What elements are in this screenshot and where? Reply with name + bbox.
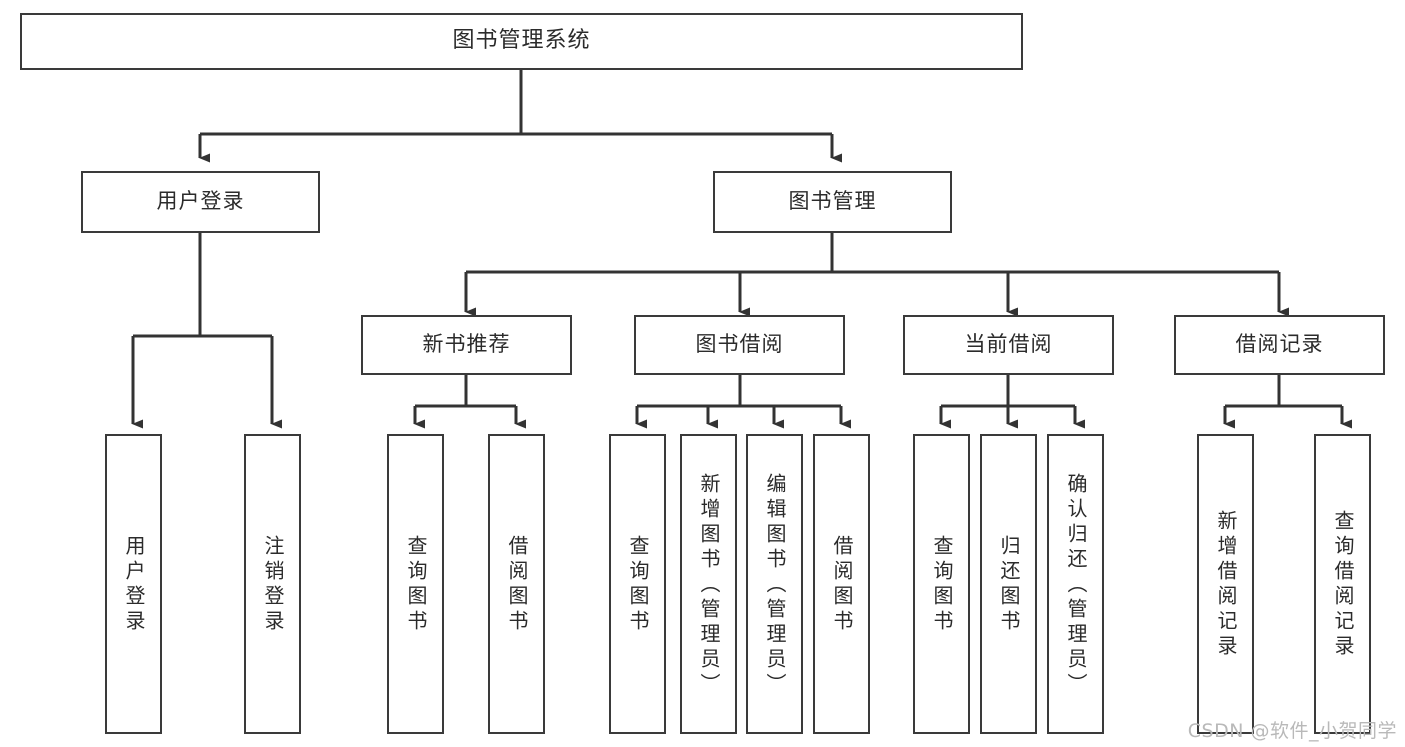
- node-leaf-user-logout[interactable]: 注销登录: [244, 434, 301, 734]
- leaf-label: 借阅图书: [505, 535, 529, 635]
- leaf-label: 确认归还（管理员）: [1064, 472, 1088, 698]
- node-book-management[interactable]: 图书管理: [713, 171, 952, 233]
- leaf-label: 归还图书: [997, 535, 1021, 635]
- node-leaf-current-return[interactable]: 归还图书: [980, 434, 1037, 734]
- node-leaf-borrow-add[interactable]: 新增图书（管理员）: [680, 434, 737, 734]
- node-leaf-record-query[interactable]: 查询借阅记录: [1314, 434, 1371, 734]
- leaf-label: 查询图书: [930, 535, 954, 635]
- node-leaf-user-login[interactable]: 用户登录: [105, 434, 162, 734]
- node-leaf-current-query[interactable]: 查询图书: [913, 434, 970, 734]
- leaf-label: 借阅图书: [830, 535, 854, 635]
- leaf-label: 查询借阅记录: [1331, 510, 1355, 660]
- node-borrow-record[interactable]: 借阅记录: [1174, 315, 1385, 375]
- node-book-borrow[interactable]: 图书借阅: [634, 315, 845, 375]
- leaf-label: 注销登录: [261, 535, 285, 635]
- node-leaf-borrow-lend[interactable]: 借阅图书: [813, 434, 870, 734]
- leaf-label: 查询图书: [626, 535, 650, 635]
- leaf-label: 新增借阅记录: [1214, 510, 1238, 660]
- node-leaf-borrow-query[interactable]: 查询图书: [609, 434, 666, 734]
- node-leaf-newbook-borrow[interactable]: 借阅图书: [488, 434, 545, 734]
- node-root-system[interactable]: 图书管理系统: [20, 13, 1023, 70]
- csdn-watermark: CSDN @软件_小贺同学: [1187, 720, 1397, 742]
- node-new-book-recommend[interactable]: 新书推荐: [361, 315, 572, 375]
- leaf-label: 新增图书（管理员）: [697, 472, 721, 698]
- leaf-label: 编辑图书（管理员）: [763, 472, 787, 698]
- node-leaf-current-confirm-return[interactable]: 确认归还（管理员）: [1047, 434, 1104, 734]
- node-leaf-record-add[interactable]: 新增借阅记录: [1197, 434, 1254, 734]
- node-leaf-newbook-query[interactable]: 查询图书: [387, 434, 444, 734]
- node-current-borrow[interactable]: 当前借阅: [903, 315, 1114, 375]
- leaf-label: 查询图书: [404, 535, 428, 635]
- node-user-login[interactable]: 用户登录: [81, 171, 320, 233]
- leaf-label: 用户登录: [122, 535, 146, 635]
- node-leaf-borrow-edit[interactable]: 编辑图书（管理员）: [746, 434, 803, 734]
